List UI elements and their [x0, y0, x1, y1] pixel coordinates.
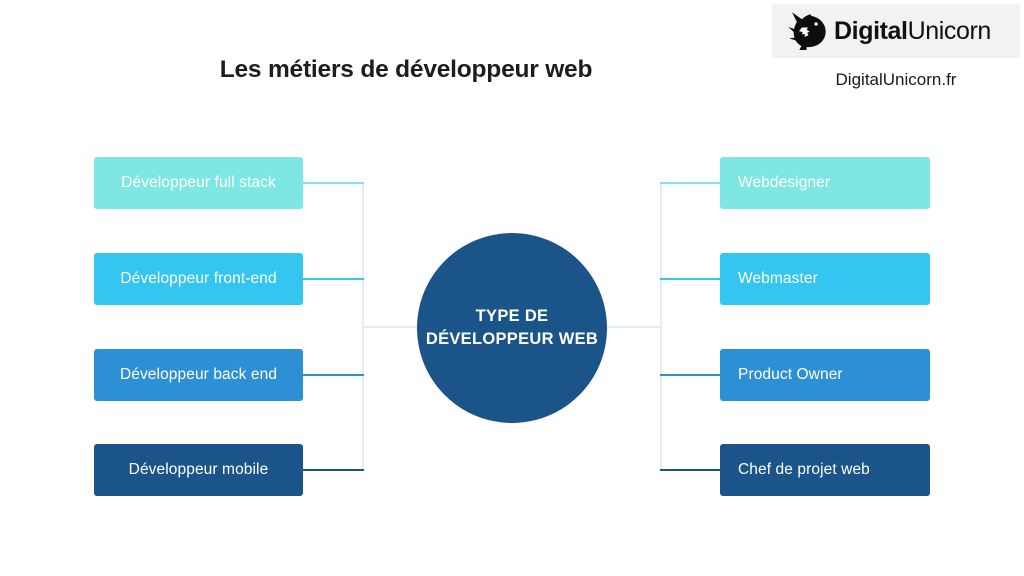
connector-right-4	[660, 469, 721, 471]
node-label: Développeur mobile	[128, 461, 269, 478]
node-right-webmaster[interactable]: Webmaster	[720, 253, 930, 305]
connector-right-1	[660, 182, 721, 184]
node-label: Développeur back end	[119, 366, 278, 383]
connector-left-2	[303, 278, 364, 280]
right-spine-to-hub	[602, 326, 662, 328]
center-node[interactable]: TYPE DE DÉVELOPPEUR WEB	[417, 233, 607, 423]
node-label: Développeur full stack	[121, 174, 276, 191]
left-spine-to-hub	[362, 326, 422, 328]
page-title: Les métiers de développeur web	[219, 56, 593, 83]
brand-bold: Digital	[834, 16, 908, 45]
node-left-full-stack[interactable]: Développeur full stack	[94, 157, 303, 209]
brand-logo: DigitalUnicorn	[772, 4, 1020, 58]
site-url: DigitalUnicorn.fr	[835, 70, 957, 89]
node-right-webdesigner[interactable]: Webdesigner	[720, 157, 930, 209]
node-right-chef-de-projet[interactable]: Chef de projet web	[720, 444, 930, 496]
node-right-product-owner[interactable]: Product Owner	[720, 349, 930, 401]
connector-right-3	[660, 374, 721, 376]
node-label: Webdesigner	[738, 174, 831, 191]
node-label: Chef de projet web	[738, 461, 870, 478]
connector-left-1	[303, 182, 364, 184]
node-label: Développeur front-end	[120, 270, 277, 287]
connector-left-4	[303, 469, 364, 471]
connector-left-3	[303, 374, 364, 376]
brand-light: Unicorn	[907, 16, 992, 45]
connector-right-2	[660, 278, 721, 280]
brand-wordmark: DigitalUnicorn	[834, 17, 991, 46]
node-left-back-end[interactable]: Développeur back end	[94, 349, 303, 401]
center-node-label: TYPE DE DÉVELOPPEUR WEB	[425, 307, 599, 348]
node-left-front-end[interactable]: Développeur front-end	[94, 253, 303, 305]
node-label: Product Owner	[738, 366, 843, 383]
node-left-mobile[interactable]: Développeur mobile	[94, 444, 303, 496]
node-label: Webmaster	[738, 270, 818, 287]
unicorn-head-icon	[788, 12, 826, 50]
